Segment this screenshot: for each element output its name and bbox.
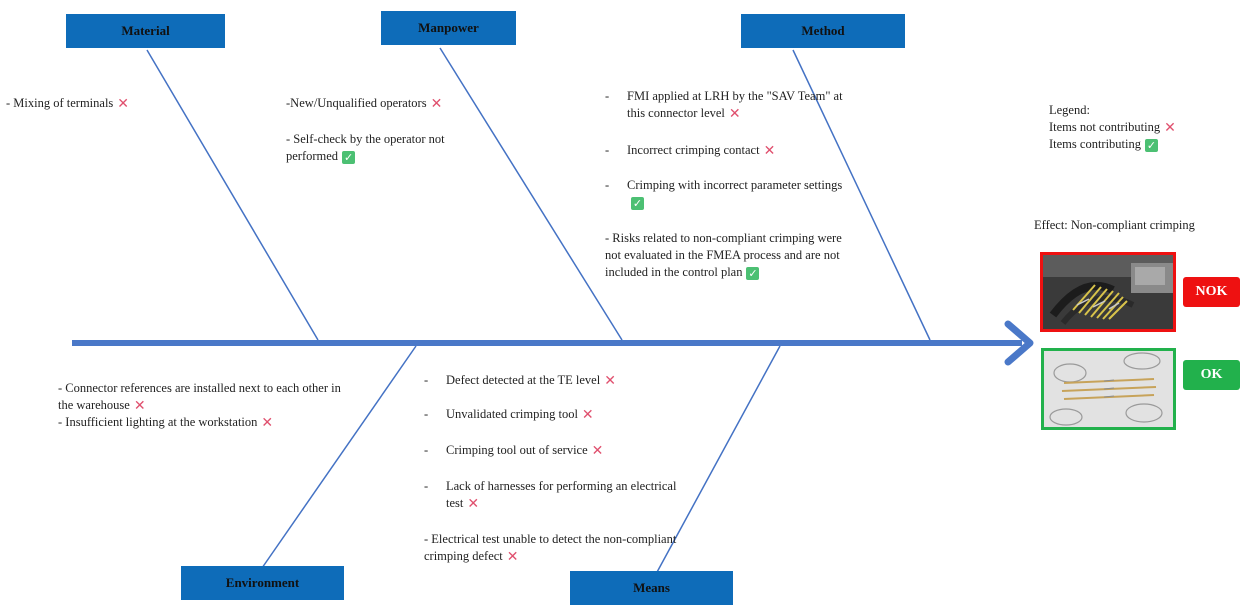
- manpower-item: -New/Unqualified operators✕: [286, 96, 443, 112]
- method-item: - Risks related to non-compliant crimpin…: [605, 231, 842, 280]
- legend-contributing: Items contributing✓: [1049, 137, 1158, 152]
- legend: Legend: Items not contributing✕ Items co…: [1049, 102, 1234, 153]
- nok-photo: [1040, 252, 1176, 332]
- legend-title: Legend:: [1049, 103, 1090, 117]
- nok-photo-image: [1043, 255, 1173, 329]
- ok-badge: OK: [1183, 360, 1240, 390]
- means-item: -Unvalidated crimping tool✕: [424, 407, 594, 423]
- cross-icon: ✕: [261, 415, 274, 431]
- bone-manpower: [439, 47, 623, 341]
- bone-material: [146, 49, 319, 341]
- check-icon: ✓: [631, 197, 644, 210]
- category-material: Material: [66, 14, 225, 48]
- cross-icon: ✕: [506, 549, 519, 565]
- means-item: -Crimping tool out of service✕: [424, 443, 604, 459]
- method-item: -FMI applied at LRH by the "SAV Team" at…: [605, 89, 843, 122]
- cross-icon: ✕: [133, 398, 146, 414]
- cross-icon: ✕: [728, 106, 741, 122]
- means-item: -Lack of harnesses for performing an ele…: [424, 479, 677, 512]
- spine-arrowhead: [1004, 320, 1034, 366]
- nok-badge: NOK: [1183, 277, 1240, 307]
- ok-photo: [1041, 348, 1176, 430]
- material-item: - Mixing of terminals✕: [6, 96, 130, 112]
- cross-icon: ✕: [591, 443, 604, 459]
- effect-label: Effect: Non-compliant crimping: [1034, 218, 1195, 232]
- check-icon: ✓: [746, 267, 760, 280]
- cross-icon: ✕: [581, 407, 594, 423]
- cross-icon: ✕: [1164, 120, 1176, 136]
- cross-icon: ✕: [604, 373, 616, 389]
- category-environment: Environment: [181, 566, 344, 600]
- manpower-item: - Self-check by the operator not perform…: [286, 132, 445, 164]
- cross-icon: ✕: [763, 143, 776, 159]
- means-item: -Defect detected at the TE level✕: [424, 373, 616, 389]
- check-icon: ✓: [1145, 139, 1158, 152]
- bone-environment: [261, 345, 417, 569]
- environment-item: - Insufficient lighting at the workstati…: [58, 415, 274, 431]
- cross-icon: ✕: [117, 96, 130, 112]
- means-item: - Electrical test unable to detect the n…: [424, 532, 677, 565]
- ok-photo-image: [1044, 351, 1173, 427]
- bone-means: [655, 345, 781, 575]
- category-manpower: Manpower: [381, 11, 516, 45]
- cross-icon: ✕: [467, 496, 480, 512]
- method-item: -Crimping with incorrect parameter setti…: [605, 178, 843, 210]
- cross-icon: ✕: [430, 96, 443, 112]
- bone-method: [792, 49, 931, 341]
- check-icon: ✓: [342, 151, 356, 164]
- method-item: -Incorrect crimping contact✕: [605, 143, 776, 159]
- environment-item: - Connector references are installed nex…: [58, 381, 341, 414]
- category-means: Means: [570, 571, 733, 605]
- legend-not-contributing: Items not contributing✕: [1049, 120, 1176, 136]
- category-method: Method: [741, 14, 905, 48]
